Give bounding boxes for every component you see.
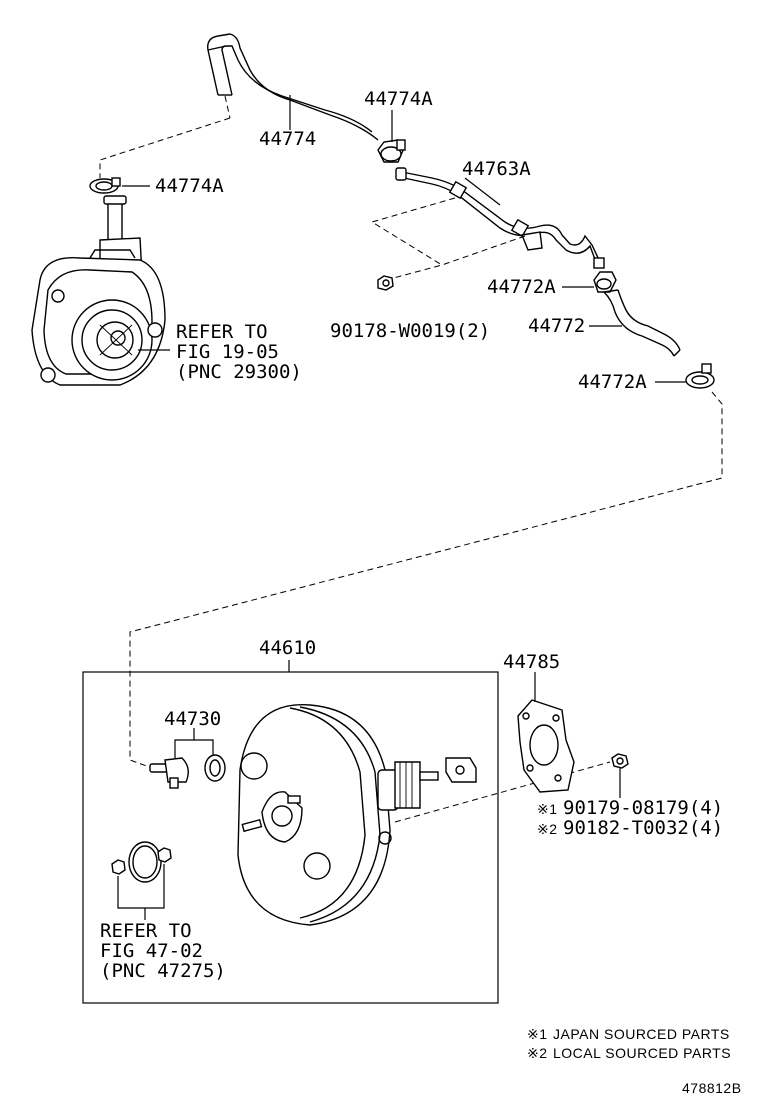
clamp-44774A-top[interactable] [377,139,406,163]
clamp-44772A-mid[interactable] [593,271,617,293]
o-ring-set[interactable] [111,841,172,883]
label-44730: 44730 [164,708,221,730]
clamp-44772A-low[interactable] [685,363,715,389]
legend-note1-mark: ※1 [527,1026,548,1042]
label-refer-ring-3: (PNC 47275) [100,960,226,982]
label-44763A: 44763A [462,158,531,180]
label-44772A-mid: 44772A [487,276,556,298]
label-refer-vacuum-2: FIG 19-05 [176,341,279,363]
clamp-44774A-left[interactable] [89,177,121,194]
label-bolt-2-mark: ※2 [537,821,558,837]
label-refer-vacuum-3: (PNC 29300) [176,361,302,383]
label-44772A-low: 44772A [578,371,647,393]
label-44774A-left: 44774A [155,175,224,197]
booster-assembly-frame [82,671,499,1004]
label-bolt-2-num: 90182-T0032(4) [563,817,723,839]
nut-90179-90182[interactable] [611,753,629,769]
label-bolt-1-num: 90179-08179(4) [563,797,723,819]
nut-90178[interactable] [377,275,394,291]
label-44774A-top: 44774A [364,88,433,110]
label-44785: 44785 [503,651,560,673]
clevis[interactable] [445,757,477,783]
brake-booster[interactable] [237,704,439,926]
legend-note2-mark: ※2 [527,1045,548,1061]
label-44610: 44610 [259,637,316,659]
label-44772: 44772 [528,315,585,337]
label-44774: 44774 [259,128,316,150]
grommet-44730[interactable] [204,754,226,782]
hose-44772[interactable] [603,289,681,357]
legend-note2-text: LOCAL SOURCED PARTS [553,1045,731,1061]
label-refer-ring-2: FIG 47-02 [100,940,203,962]
legend-note1-text: JAPAN SOURCED PARTS [553,1026,730,1042]
gasket-44785[interactable] [517,699,575,793]
vacuum-pump[interactable] [31,195,166,386]
pipe-44763A[interactable] [395,167,605,269]
label-90178: 90178-W0019(2) [330,320,490,342]
diagram-id: 478812B [682,1080,742,1096]
label-refer-vacuum-1: REFER TO [176,321,268,343]
label-refer-ring-1: REFER TO [100,920,192,942]
hose-44774[interactable] [207,33,379,141]
label-bolt-1-mark: ※1 [537,801,558,817]
check-valve-44730[interactable] [149,757,189,789]
